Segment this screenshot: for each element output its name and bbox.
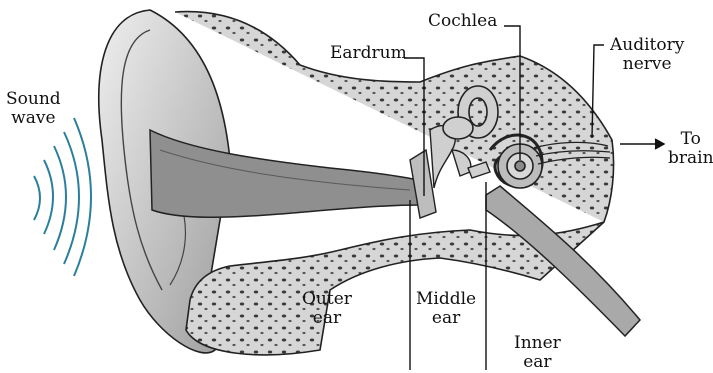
sound-wave-arc xyxy=(74,118,91,276)
to-brain-arrow-head xyxy=(655,139,664,149)
middle-ear-label: Middle ear xyxy=(416,290,476,328)
sound-wave-arc xyxy=(54,146,66,250)
to-brain-label: To brain xyxy=(668,130,713,168)
sound-wave-arc xyxy=(44,160,53,234)
eardrum-label: Eardrum xyxy=(330,44,407,63)
sound-wave-label: Sound wave xyxy=(6,90,61,128)
cochlea-label: Cochlea xyxy=(428,12,497,31)
auditory-nerve-label: Auditory nerve xyxy=(610,36,684,74)
inner-ear-label: Inner ear xyxy=(514,334,561,372)
sound-wave-arc xyxy=(34,176,40,220)
sound-wave-arcs xyxy=(34,118,91,276)
outer-ear-label: Outer ear xyxy=(302,290,352,328)
